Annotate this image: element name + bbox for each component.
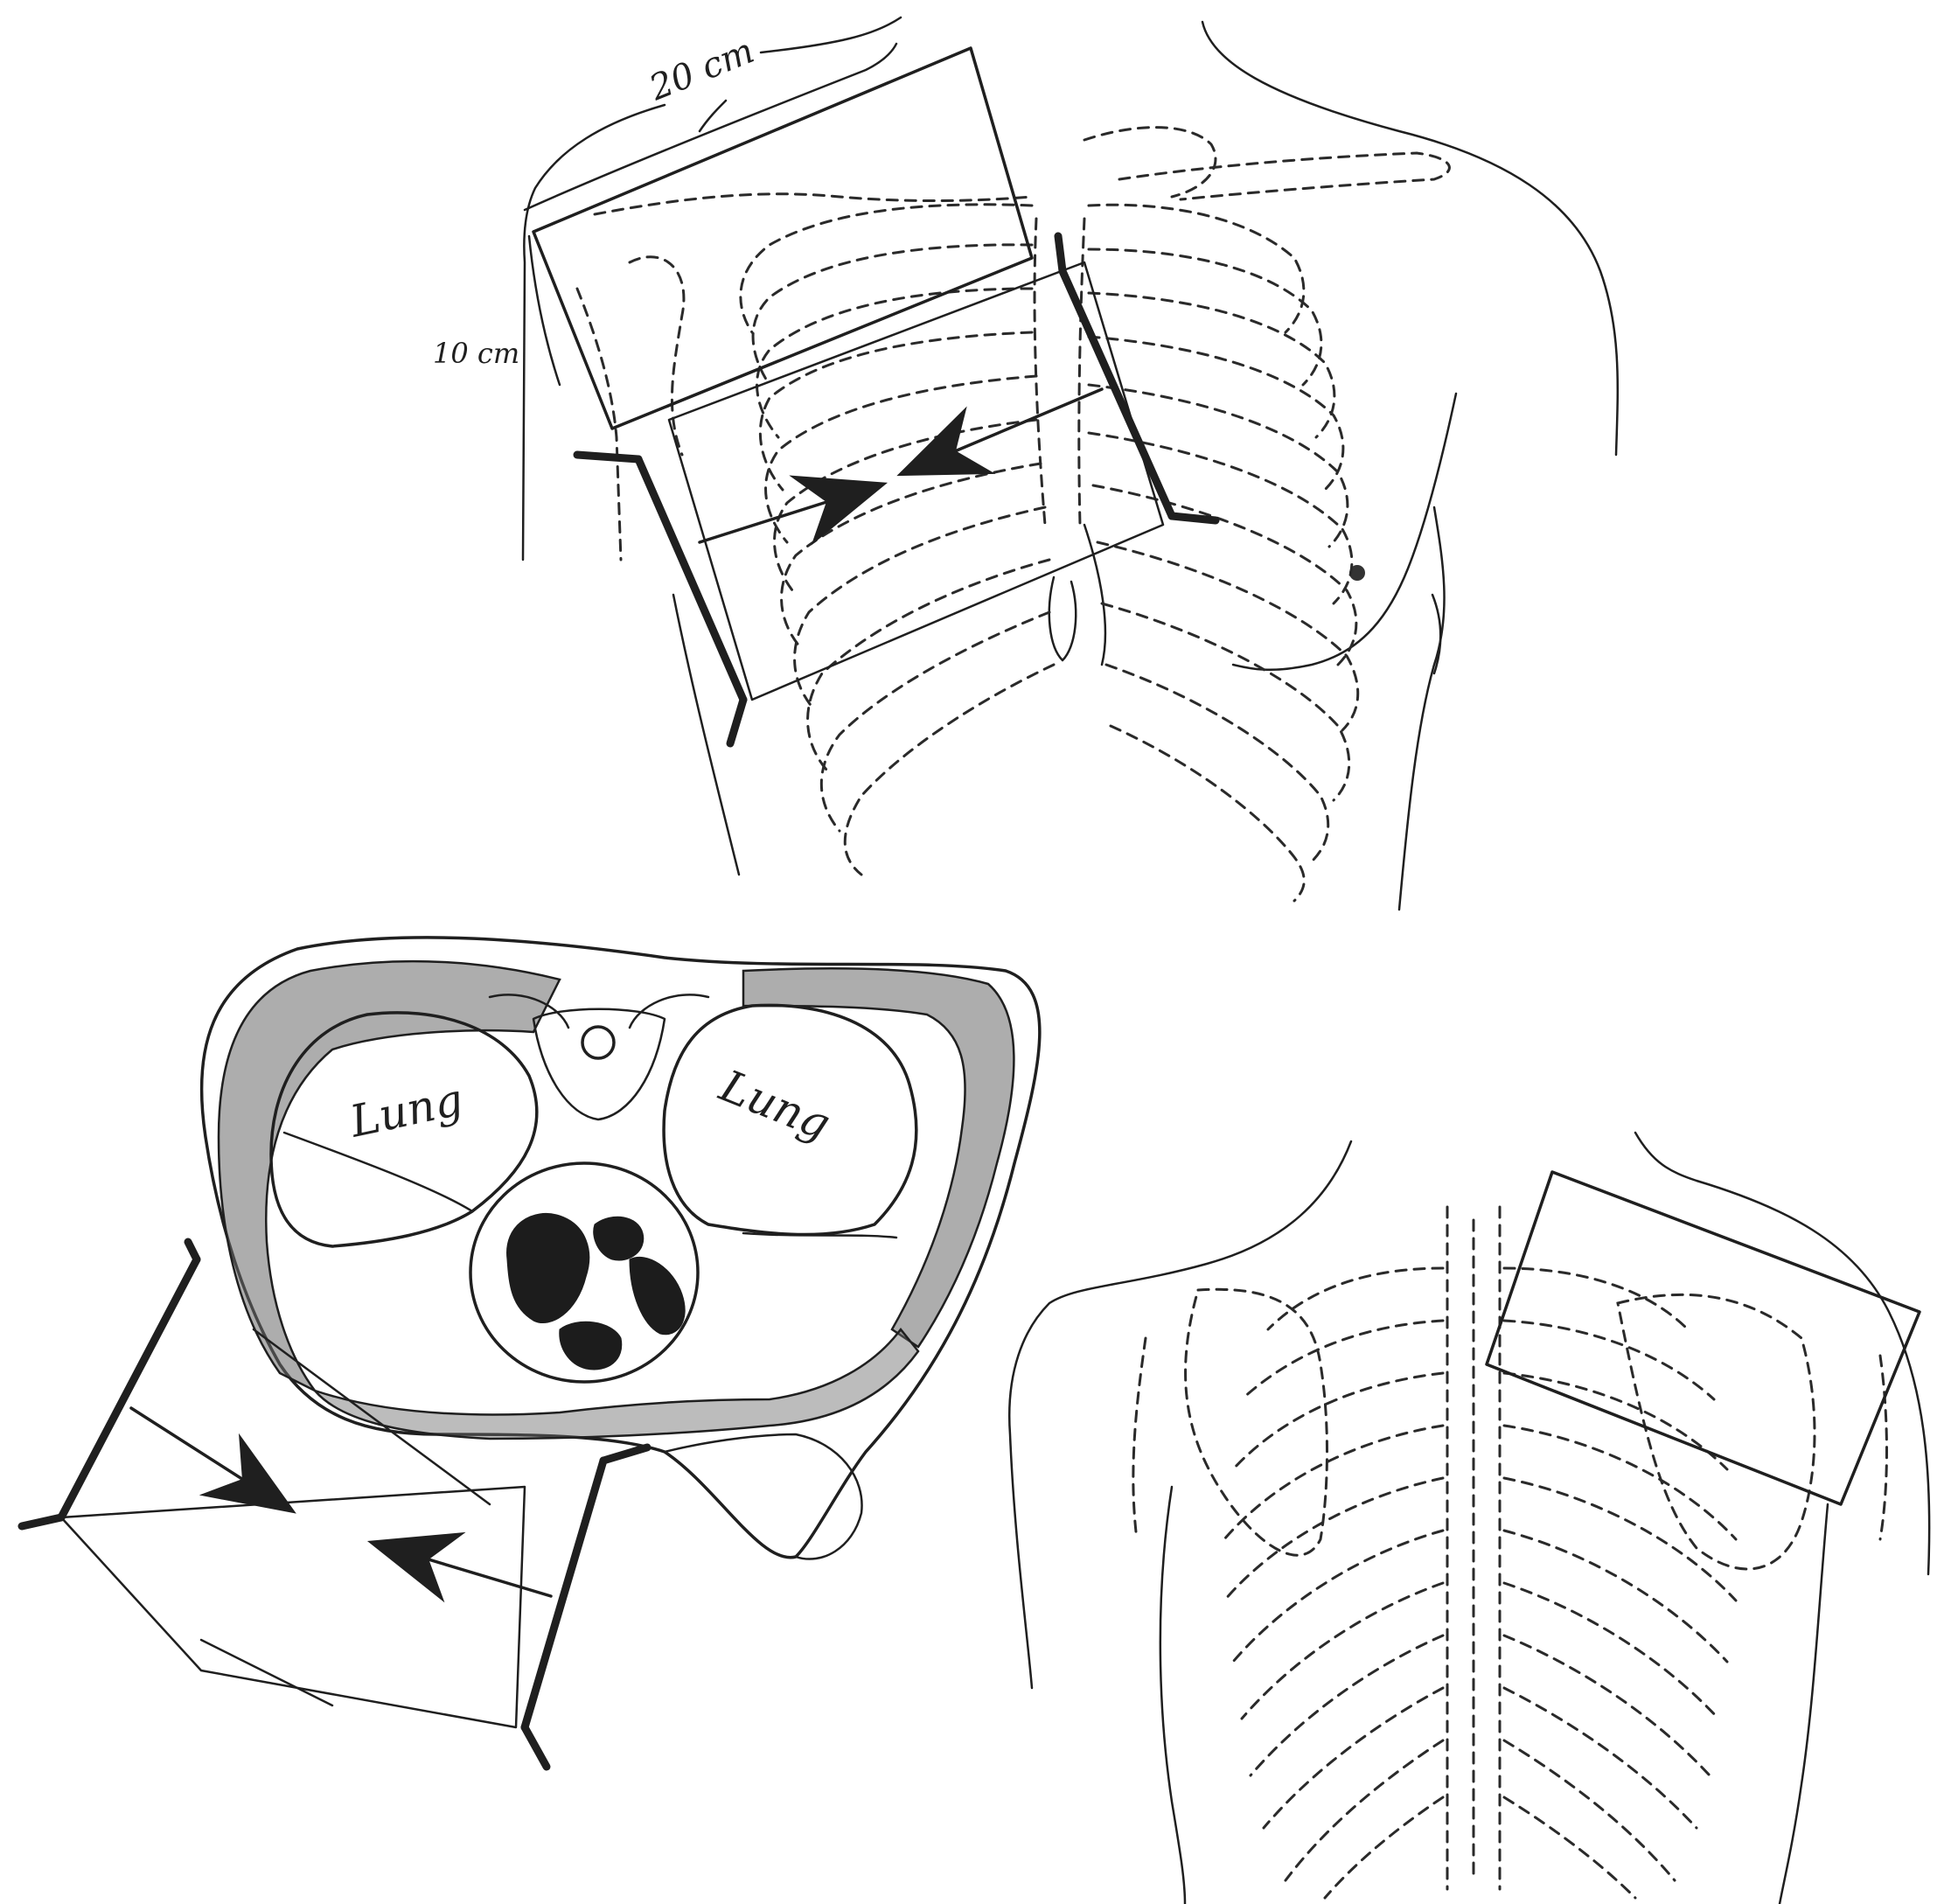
scapula-right (1618, 1294, 1815, 1569)
section-muscle-layer (219, 961, 560, 1391)
spine (1447, 1207, 1500, 1889)
section-arrow-right (131, 1408, 289, 1509)
transverse-section-view: Lung Lung (22, 938, 1040, 1767)
anterior-body-outline (1202, 22, 1618, 455)
height-label: 10 cm (433, 337, 519, 370)
scapula-left (1186, 1289, 1327, 1555)
section-breast (665, 1434, 862, 1559)
section-arrow-left (376, 1544, 551, 1596)
section-collimator-left (61, 1259, 197, 1517)
section-collimator-right (525, 1461, 603, 1727)
anterior-ribs-right (1089, 205, 1358, 901)
posterior-ribs-right (1504, 1268, 1736, 1898)
lung-label-right: Lung (713, 1060, 838, 1150)
width-label: 20 cm (644, 31, 760, 108)
beam-arrow-right (700, 485, 879, 542)
anterior-field-rectangle: 20 cm 10 cm (433, 31, 1032, 429)
posterior-body-outline (1009, 1141, 1351, 1688)
anterior-ribs-left (741, 205, 1054, 875)
heart-chambers (507, 1213, 589, 1322)
posterior-ribs-left (1224, 1268, 1443, 1898)
vertebra (582, 1027, 614, 1058)
anterior-chest-view: 20 cm 10 cm (433, 17, 1618, 910)
lung-label-left: Lung (345, 1074, 467, 1147)
beam-arrow-left (905, 389, 1102, 472)
posterior-field-rectangle (1487, 1172, 1920, 1504)
posterior-back-view (1009, 1133, 1929, 1904)
